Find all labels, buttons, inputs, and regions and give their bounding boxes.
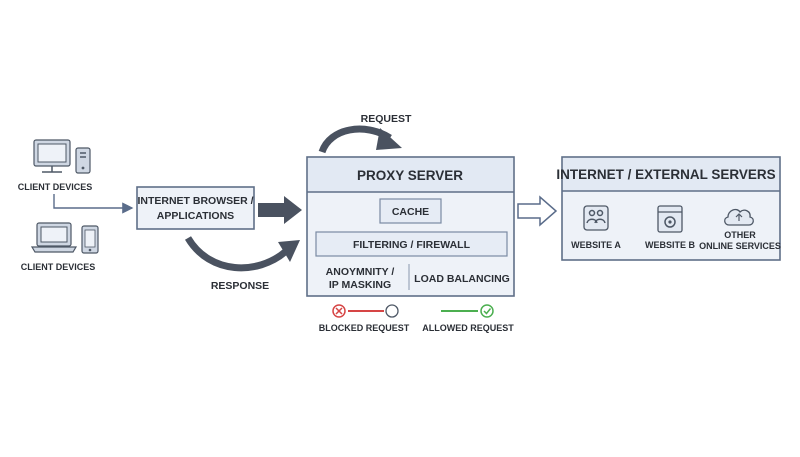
- response-label: RESPONSE: [211, 280, 269, 292]
- client-devices-bottom-label: CLIENT DEVICES: [21, 262, 96, 272]
- anonymity-line1: ANOYMNITY /: [326, 266, 395, 278]
- website-b-label: WEBSITE B: [645, 240, 696, 250]
- client-connector: [53, 194, 134, 214]
- external-title: INTERNET / EXTERNAL SERVERS: [556, 167, 775, 182]
- allowed-icon: [480, 304, 494, 318]
- allowed-label: ALLOWED REQUEST: [422, 323, 514, 333]
- website-people-icon: [583, 205, 609, 231]
- load-balancing-label: LOAD BALANCING: [414, 273, 510, 285]
- cache-label: CACHE: [392, 206, 429, 218]
- filtering-box: [315, 231, 508, 257]
- laptop-icon: [30, 222, 78, 253]
- website-a-label: WEBSITE A: [571, 240, 621, 250]
- cloud-icon: [724, 208, 754, 226]
- browser-box: INTERNET BROWSER / APPLICATIONS: [136, 186, 255, 230]
- blocked-end-circle: [385, 304, 399, 318]
- desktop-icon: [33, 139, 71, 173]
- other-line1: OTHER: [724, 230, 756, 240]
- phone-icon: [81, 225, 99, 254]
- client-devices-top-label: CLIENT DEVICES: [18, 182, 93, 192]
- client-devices-bottom: CLIENT DEVICES: [21, 222, 99, 272]
- proxy-title: PROXY SERVER: [357, 168, 463, 183]
- response-arrow: [184, 236, 300, 272]
- website-settings-icon: [657, 205, 683, 233]
- client-devices-top: CLIENT DEVICES: [18, 139, 93, 192]
- request-label: REQUEST: [361, 113, 412, 125]
- other-line2: ONLINE SERVICES: [699, 241, 781, 251]
- browser-line2: APPLICATIONS: [157, 210, 234, 222]
- request-arrow: [318, 125, 402, 154]
- forward-arrow: [258, 196, 302, 224]
- legend: BLOCKED REQUEST ALLOWED REQUEST: [319, 304, 514, 333]
- blocked-icon: [332, 304, 346, 318]
- filtering-label: FILTERING / FIREWALL: [353, 239, 471, 251]
- external-servers-box: INTERNET / EXTERNAL SERVERS WEBSITE A WE…: [556, 156, 781, 261]
- anonymity-line2: IP MASKING: [329, 279, 391, 291]
- proxy-server-box: PROXY SERVER CACHE FILTERING / FIREWALL …: [306, 156, 515, 297]
- phone-icon: [75, 147, 91, 174]
- cache-box: [379, 198, 442, 224]
- browser-line1: INTERNET BROWSER /: [137, 195, 253, 207]
- outline-arrow: [517, 195, 558, 227]
- blocked-label: BLOCKED REQUEST: [319, 323, 410, 333]
